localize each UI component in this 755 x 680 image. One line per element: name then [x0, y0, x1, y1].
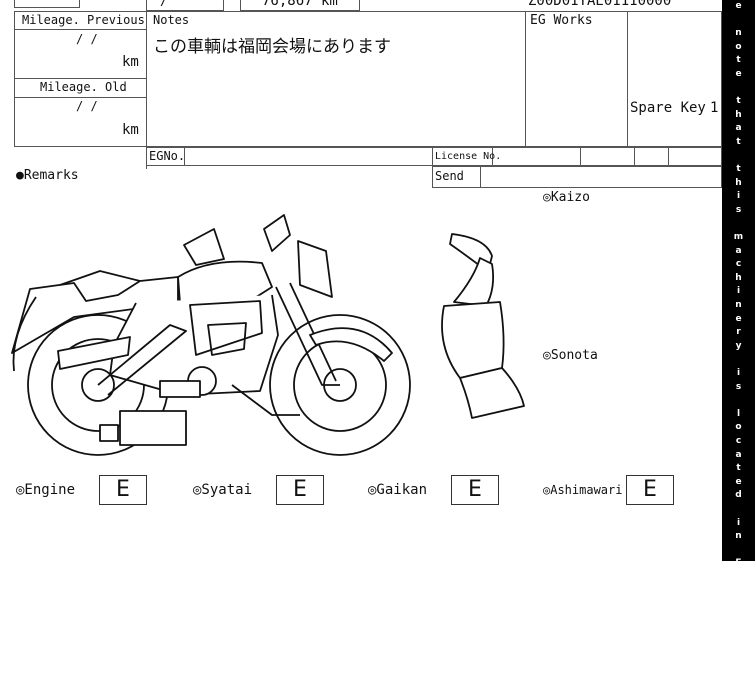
divider [634, 147, 635, 166]
fairing-diagram [441, 233, 525, 419]
eg-works-label: EG Works [530, 13, 593, 28]
mileage-previous-label: Mileage. Previous [22, 13, 145, 27]
top-cell-odometer [240, 0, 360, 11]
divider [480, 166, 481, 188]
kaizo-label: ◎Kaizo [543, 190, 590, 205]
ashimawari-grade: E [626, 475, 674, 505]
mileage-old-unit: km [122, 122, 139, 138]
engine-label: ◎Engine [16, 482, 76, 498]
form-table [14, 11, 722, 147]
divider [184, 147, 185, 166]
top-serial-partial: Z00D01YAE01110000 [528, 0, 672, 9]
send-row [432, 166, 722, 188]
divider [668, 147, 669, 166]
syatai-label: ◎Syatai [193, 482, 253, 498]
divider [627, 11, 628, 147]
divider [14, 97, 146, 98]
divider [580, 147, 581, 166]
spare-key-label: Spare Key [630, 100, 706, 116]
top-cell-date [146, 0, 224, 11]
mileage-previous-unit: km [122, 54, 139, 70]
gaikan-label: ◎Gaikan [368, 482, 428, 498]
divider [525, 11, 526, 147]
syatai-grade: E [276, 475, 324, 505]
top-odometer: 76,867 km [262, 0, 338, 9]
divider [14, 29, 146, 30]
notes-text: この車輌は福岡会場にあります [153, 37, 391, 57]
divider [492, 147, 493, 166]
remarks-label: ●Remarks [16, 168, 79, 183]
spare-key-value: 1 [710, 100, 719, 116]
send-label: Send [435, 169, 464, 183]
license-label: License No. [435, 151, 502, 162]
motorcycle-diagram [11, 214, 411, 456]
notes-label: Notes [153, 13, 190, 27]
divider [146, 11, 147, 169]
ashimawari-label: ◎Ashimawari [543, 483, 623, 497]
sonota-label: ◎Sonota [543, 348, 598, 363]
divider [14, 78, 146, 79]
mileage-previous-date: / / [76, 32, 98, 46]
egno-row [146, 147, 722, 166]
mileage-old-label: Mileage. Old [40, 80, 127, 94]
mileage-old-date: / / [76, 99, 98, 113]
egno-label: EGNo. [149, 149, 186, 163]
divider [14, 11, 146, 12]
engine-grade: E [99, 475, 147, 505]
top-date-partial: / [160, 0, 168, 9]
gaikan-grade: E [451, 475, 499, 505]
top-cell-left [14, 0, 80, 8]
